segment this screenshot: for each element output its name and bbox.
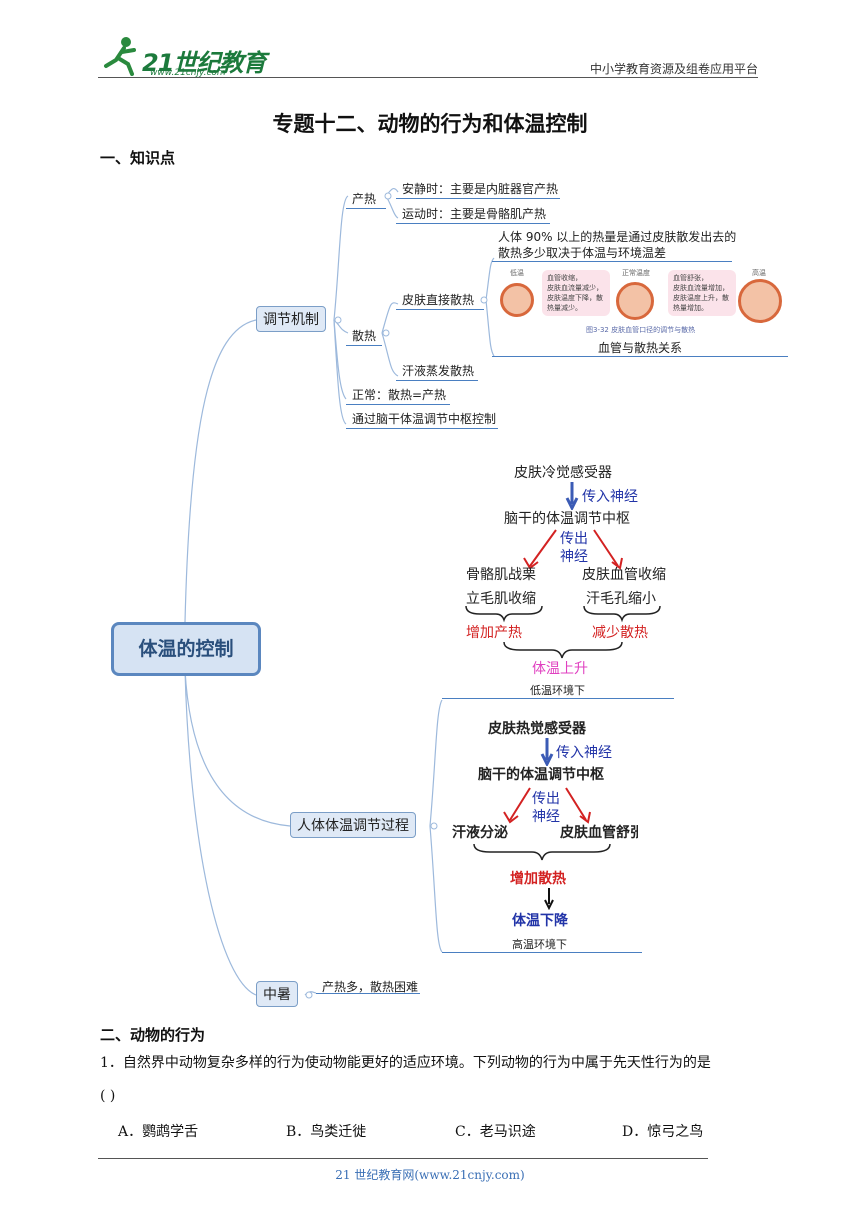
cold-decrease-dissipation: 减少散热 [592,625,648,641]
vessel-label-low: 低温 [510,269,524,277]
vessel-box-line: 皮肤血流量减少， [547,284,603,292]
node-heatstroke: 中暑 [256,981,298,1007]
hot-afferent: 传入神经 [556,745,612,761]
hot-efferent-2: 神经 [532,809,560,825]
cold-pore-shrink: 汗毛孔缩小 [586,591,656,607]
label-heat-dissipation: 散热 [352,329,377,343]
cold-increase-production: 增加产热 [466,625,522,641]
vessel-constrict-box: 血管收缩， 皮肤血流量减少， 皮肤温度下降，散 热量减少。 [542,270,610,316]
option-a[interactable]: A．鹦鹉学舌 [118,1124,199,1140]
underline [346,428,498,429]
section-heading-behavior: 二、动物的行为 [100,1026,206,1044]
vessel-caption: 血管与散热关系 [598,341,683,355]
label-exercise: 运动时：主要是骨骼肌产热 [402,207,547,221]
node-regulation-mechanism: 调节机制 [256,306,326,332]
vessel-box-line: 血管舒张， [673,274,708,282]
hot-arrow-down-icon [540,738,554,766]
cold-braces [465,605,661,659]
underline [396,198,560,199]
cold-temp-rise: 体温上升 [532,661,588,677]
option-c[interactable]: C．老马识途 [455,1124,536,1140]
mindmap-root: 体温的控制 [111,622,261,676]
underline [442,698,674,699]
hot-temp-fall: 体温下降 [512,913,568,929]
underline [396,309,484,310]
hot-sweat: 汗液分泌 [452,825,508,841]
underline [442,952,642,953]
hot-receptor: 皮肤热觉感受器 [488,721,586,737]
vessel-dilate-box: 血管舒张， 皮肤血流量增加， 皮肤温度上升，散 热量增加。 [668,270,736,316]
vessel-box-line: 热量减少。 [547,304,582,312]
underline [396,223,550,224]
option-d[interactable]: D．惊弓之鸟 [622,1124,704,1140]
vessel-box-line: 热量增加。 [673,304,708,312]
question-1-blank: ( ) [100,1088,116,1104]
underline [346,208,386,209]
hot-vasodilation: 皮肤血管舒张 [560,825,638,841]
node-regulation-process: 人体体温调节过程 [290,812,416,838]
underline [316,993,420,994]
hot-increase-dissipation: 增加散热 [510,871,566,887]
hot-env-label: 高温环境下 [512,938,567,951]
label-skin-dissipation: 皮肤直接散热 [402,293,475,307]
option-b[interactable]: B．鸟类迁徙 [286,1124,367,1140]
hot-branch-arrows [503,787,591,824]
label-heat-production: 产热 [352,192,377,206]
label-rest: 安静时：主要是内脏器官产热 [402,182,559,196]
underline [492,356,788,357]
note-90-percent: 人体 90% 以上的热量是通过皮肤散发出去的 [498,230,737,244]
page-title: 专题十二、动物的行为和体温控制 [272,112,588,136]
label-normal-balance: 正常：散热=产热 [352,388,447,402]
header-divider [98,77,758,78]
vessel-label-normal: 正常温度 [622,269,650,277]
vessel-box-line: 皮肤温度下降，散 [547,294,603,302]
cold-receptor: 皮肤冷觉感受器 [514,465,612,481]
logo-runner-icon [104,37,136,76]
section-heading-knowledge: 一、知识点 [100,149,176,167]
footer-divider [98,1158,708,1159]
vessel-label-high: 高温 [752,269,766,277]
label-sweat-evaporation: 汗液蒸发散热 [402,364,475,378]
underline [346,404,450,405]
underline [396,380,478,381]
platform-label: 中小学教育资源及组卷应用平台 [589,62,758,76]
vessel-high-image [738,279,782,323]
hot-efferent-1: 传出 [532,791,560,807]
cold-efferent-1: 传出 [560,531,588,547]
cold-arrow-down-icon [565,482,579,510]
hot-brace [473,843,611,861]
cold-center: 脑干的体温调节中枢 [504,511,630,527]
hot-arrow-down-small-icon [544,888,554,910]
note-temperature-difference: 散热多少取决于体温与环境温差 [498,246,667,260]
vessel-box-line: 皮肤血流量增加， [673,284,729,292]
cold-vasoconstriction: 皮肤血管收缩 [582,567,666,583]
vessel-figure-caption: 图3-32 皮肤血管口径的调节与散热 [586,326,696,334]
label-brainstem-control: 通过脑干体温调节中枢控制 [352,412,497,426]
label-heatstroke-cause: 产热多，散热困难 [322,980,419,994]
mindmap-connectors [184,187,495,999]
cold-piloerection: 立毛肌收缩 [466,591,536,607]
footer-text: 21 世纪教育网(www.21cnjy.com) [335,1168,525,1182]
logo-url: www.21cnjy.com [150,68,226,78]
cold-afferent: 传入神经 [582,489,638,505]
vessel-box-line: 血管收缩， [547,274,582,282]
cold-branch-arrows [523,529,623,570]
question-1-text: 1．自然界中动物复杂多样的行为使动物能更好的适应环境。下列动物的行为中属于先天性… [100,1055,711,1071]
underline [346,345,382,346]
logo-text: 21世纪教育 [142,49,266,77]
cold-efferent-2: 神经 [560,549,588,565]
vessel-normal-image [616,282,654,320]
underline [492,261,732,262]
cold-shiver: 骨骼肌战栗 [466,567,536,583]
cold-env-label: 低温环境下 [530,684,585,697]
vessel-box-line: 皮肤温度上升，散 [673,294,729,302]
vessel-low-image [500,283,534,317]
hot-center: 脑干的体温调节中枢 [478,767,604,783]
